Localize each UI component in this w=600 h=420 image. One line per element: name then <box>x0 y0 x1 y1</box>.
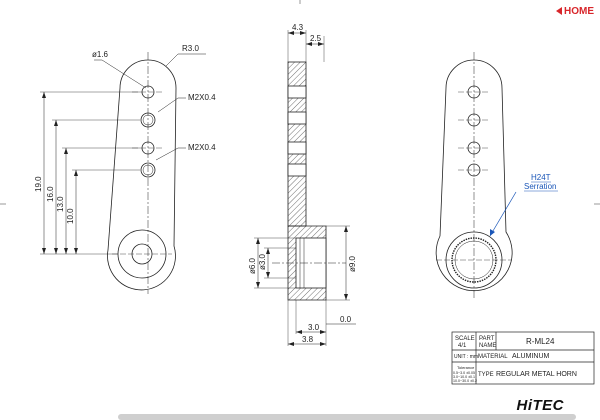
scale-label: SCALE <box>455 336 475 342</box>
dim-19: 19.0 <box>34 176 43 192</box>
type-value: REGULAR METAL HORN <box>496 371 577 378</box>
dim-10: 10.0 <box>66 208 75 224</box>
brand-logo: HiTEC <box>516 397 564 414</box>
dim-4-3: 4.3 <box>292 23 304 32</box>
tolerance-row-2: 3.0~10.0 ±0.1 <box>453 375 475 379</box>
dim-16: 16.0 <box>46 186 55 202</box>
material-value: ALUMINUM <box>512 353 550 360</box>
side-view <box>254 30 356 346</box>
home-label: HOME <box>564 6 594 17</box>
dim-3-0: 3.0 <box>308 323 320 332</box>
part-name-value: R-ML24 <box>526 337 555 346</box>
front-hole-4 <box>140 162 156 178</box>
horizontal-scrollbar[interactable] <box>118 414 576 420</box>
serration-callout-line1: H24T <box>531 173 551 182</box>
dim-3-0-dia: ø3.0 <box>258 253 267 270</box>
part-name-label-2: NAME <box>479 343 496 349</box>
dim-0-0: 0.0 <box>340 315 352 324</box>
dim-6-0: ø6.0 <box>248 257 257 274</box>
dim-thread-1: M2X0.4 <box>188 93 216 102</box>
rear-view <box>435 52 513 300</box>
dim-radius: R3.0 <box>182 44 199 53</box>
dim-hole-dia: ø1.6 <box>92 50 109 59</box>
tolerance-title: Tolerance <box>457 365 475 370</box>
dim-13: 13.0 <box>56 196 65 212</box>
front-view <box>40 52 206 294</box>
scale-value: 4/1 <box>458 343 467 349</box>
dim-2-5: 2.5 <box>310 34 322 43</box>
dim-thread-2: M2X0.4 <box>188 143 216 152</box>
back-arrow-icon <box>556 7 562 15</box>
material-label: MATERIAL <box>478 354 508 360</box>
unit-label: UNIT : mm <box>454 354 478 360</box>
dim-9-0: ø9.0 <box>348 255 357 272</box>
part-name-label-1: PART <box>479 336 495 342</box>
front-hole-2 <box>140 112 156 128</box>
type-label: TYPE <box>478 372 494 378</box>
serration-callout-line2: Serration <box>524 182 556 191</box>
home-link[interactable]: HOME <box>556 6 594 17</box>
tolerance-row-3: 10.0~30.0 ±0.2 <box>453 379 477 383</box>
title-block <box>451 331 595 385</box>
dim-3-8: 3.8 <box>302 335 314 344</box>
tolerance-row-1: 0.5~3.0 ±0.05 <box>453 371 475 375</box>
